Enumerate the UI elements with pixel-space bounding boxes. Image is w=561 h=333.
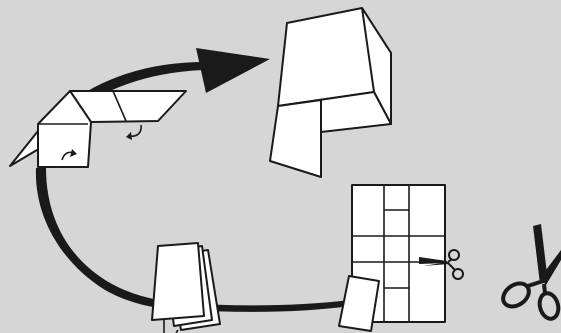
small-scissors-link-2: [447, 262, 456, 271]
scissors-shank-left: [527, 280, 541, 288]
folded-flap-front: [37, 90, 92, 168]
paper-slip-stack: [151, 242, 221, 333]
small-scissors-link: [447, 258, 453, 263]
scissors-icon: [501, 224, 561, 321]
small-scissors-icon: [419, 249, 464, 280]
scissors-shank-right: [542, 283, 547, 294]
scissors-handle-left: [501, 281, 531, 309]
folded-paper-model: [9, 90, 187, 168]
fold-crease: [112, 90, 127, 122]
cycle-arrow-upper-arc: [86, 62, 205, 100]
small-scissors-blade-2: [423, 262, 449, 266]
paper-slip: [338, 275, 380, 332]
paper-box-model: [269, 7, 392, 178]
scissors-blade-right: [540, 250, 561, 285]
slip-front: [151, 242, 205, 321]
small-scissors-handle-2: [452, 268, 464, 280]
fold-arrow-icon-2: [129, 124, 142, 137]
small-scissors-handle: [448, 249, 460, 261]
fold-arrow-head: [70, 149, 77, 157]
fold-arrow-head-2: [126, 132, 132, 140]
scissors-handle-right: [537, 291, 561, 321]
small-scissors-blade: [419, 257, 447, 264]
cycle-arrow-bottom-arc: [185, 300, 350, 312]
cycle-arrow-head: [196, 48, 270, 93]
box-leg-front: [269, 99, 322, 178]
scissors-blade-upper: [533, 224, 548, 284]
cycle-arrow-icon: [35, 48, 350, 312]
